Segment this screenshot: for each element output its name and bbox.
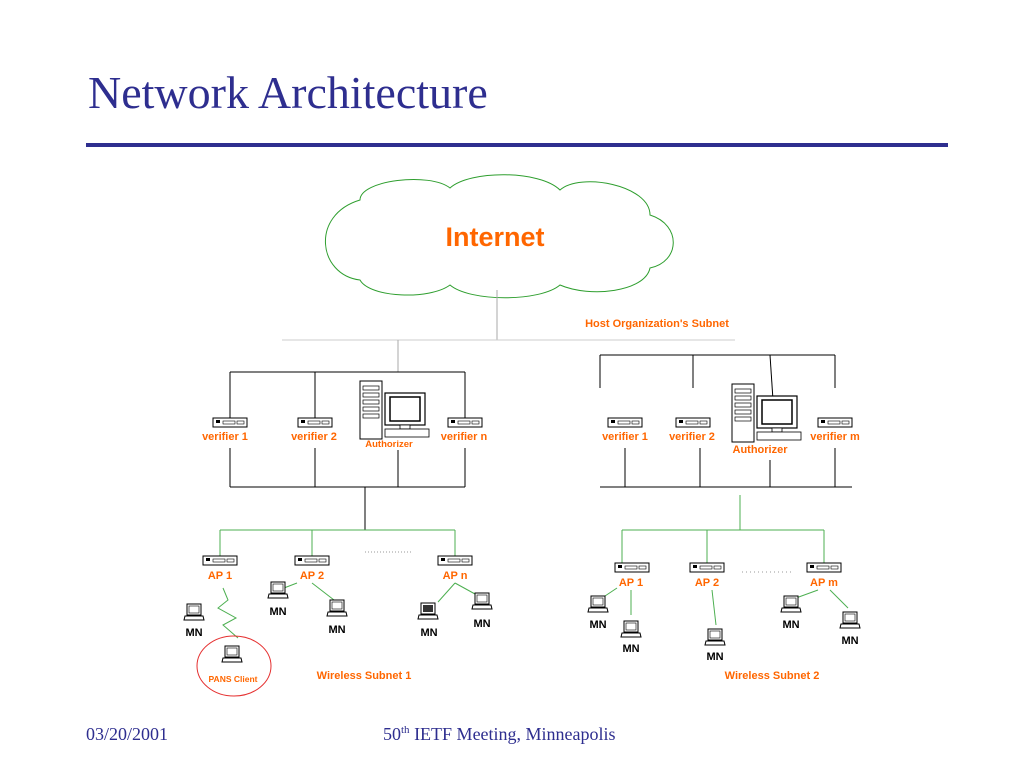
right-ap-m-label: AP m — [810, 577, 838, 589]
mobile-node-laptop-icon — [704, 628, 726, 646]
mobile-node-laptop-icon — [326, 599, 348, 617]
authorizer-server-pc-icon — [731, 383, 802, 443]
mobile-node-laptop-icon — [839, 611, 861, 629]
slide-title: Network Architecture — [88, 67, 488, 118]
meeting-ordinal-suffix: th — [401, 724, 410, 736]
access-point-hub-icon — [689, 562, 725, 573]
mobile-node-laptop-icon — [417, 602, 439, 620]
right-wireless-links — [604, 495, 849, 626]
host-subnet-label: Host Organization's Subnet — [585, 318, 729, 330]
verifier-hub-icon — [297, 417, 333, 428]
left-ap-1-label: AP 1 — [208, 570, 232, 582]
pans-client-highlight-circle — [196, 635, 272, 697]
left-mn-label: MN — [185, 627, 202, 639]
meeting-name: IETF Meeting, Minneapolis — [409, 724, 616, 744]
right-mn-label: MN — [622, 643, 639, 655]
right-wired-links — [599, 354, 852, 488]
right-verifier-m-label: verifier m — [810, 431, 860, 443]
left-wired-links — [229, 340, 466, 530]
verifier-hub-icon — [675, 417, 711, 428]
right-mn-label: MN — [841, 635, 858, 647]
footer-meeting: 50th IETF Meeting, Minneapolis — [383, 724, 616, 745]
left-wireless-links — [217, 529, 476, 639]
right-ap-2-label: AP 2 — [695, 577, 719, 589]
pans-client-label: PANS Client — [209, 674, 258, 684]
wireless-subnet-2-label: Wireless Subnet 2 — [725, 670, 820, 682]
authorizer-server-pc-icon — [359, 380, 430, 440]
mobile-node-laptop-icon — [780, 595, 802, 613]
left-mn-label: MN — [420, 627, 437, 639]
wireless-subnet-1-label: Wireless Subnet 1 — [317, 670, 412, 682]
left-mn-label: MN — [269, 606, 286, 618]
left-authorizer-label: Authorizer — [365, 439, 413, 450]
mobile-node-laptop-icon — [471, 592, 493, 610]
right-authorizer-label: Authorizer — [733, 444, 789, 456]
mobile-node-laptop-icon — [267, 581, 289, 599]
verifier-hub-icon — [607, 417, 643, 428]
mobile-node-laptop-icon — [620, 620, 642, 638]
left-ap-2-label: AP 2 — [300, 570, 324, 582]
access-point-hub-icon — [806, 562, 842, 573]
access-point-hub-icon — [437, 555, 473, 566]
verifier-hub-icon — [817, 417, 853, 428]
internet-cloud-icon — [324, 174, 674, 299]
right-mn-label: MN — [706, 651, 723, 663]
verifier-hub-icon — [447, 417, 483, 428]
footer-date: 03/20/2001 — [86, 724, 169, 744]
meeting-ordinal: 50 — [383, 724, 401, 744]
internet-label: Internet — [445, 222, 544, 252]
left-verifier-n-label: verifier n — [441, 431, 488, 443]
left-ap-n-label: AP n — [443, 570, 468, 582]
access-point-hub-icon — [202, 555, 238, 566]
pans-client-laptop-icon — [221, 645, 243, 663]
mobile-node-laptop-icon — [587, 595, 609, 613]
left-mn-label: MN — [473, 618, 490, 630]
left-verifier-1-label: verifier 1 — [202, 431, 248, 443]
mobile-node-laptop-icon — [183, 603, 205, 621]
right-verifier-1-label: verifier 1 — [602, 431, 648, 443]
title-rule — [86, 143, 948, 147]
left-verifier-2-label: verifier 2 — [291, 431, 337, 443]
right-ap-1-label: AP 1 — [619, 577, 643, 589]
access-point-hub-icon — [614, 562, 650, 573]
right-mn-label: MN — [782, 619, 799, 631]
access-point-hub-icon — [294, 555, 330, 566]
right-mn-label: MN — [589, 619, 606, 631]
right-verifier-2-label: verifier 2 — [669, 431, 715, 443]
verifier-hub-icon — [212, 417, 248, 428]
left-mn-label: MN — [328, 624, 345, 636]
